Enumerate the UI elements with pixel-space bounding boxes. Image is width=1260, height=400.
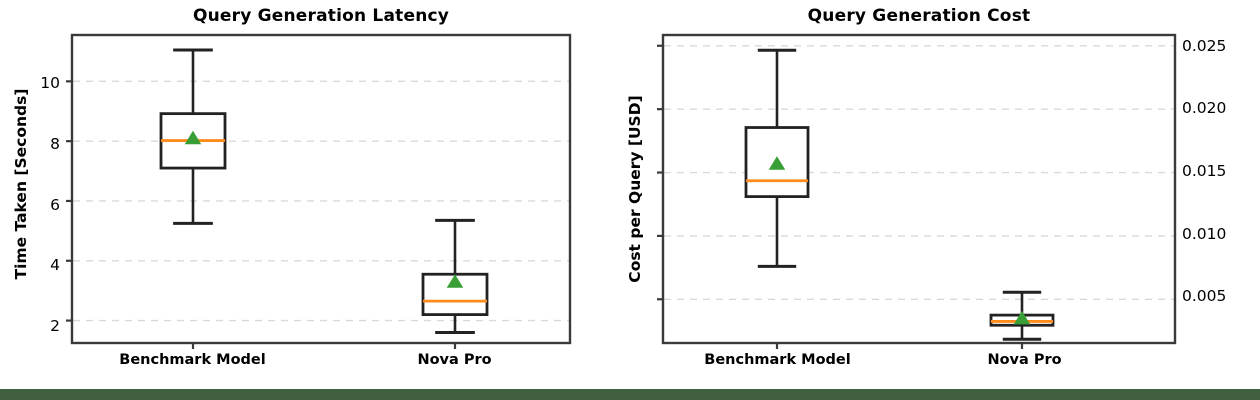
- boxplot-group-cost-0: [744, 48, 810, 268]
- chart-title-cost: Query Generation Cost: [807, 6, 1031, 26]
- y-tick-label-latency-4: 4: [50, 256, 60, 274]
- boxplot-group-latency-0: [159, 48, 227, 225]
- y-tick-label-latency-10: 10: [40, 74, 60, 92]
- mean-marker-cost-1: [1013, 310, 1031, 325]
- x-tick-label-latency-benchmark-model: Benchmark Model: [119, 352, 266, 368]
- chart-panel-latency: Query Generation Latency Time Taken [Sec…: [0, 0, 630, 390]
- y-tick-label-cost-0025: 0.025: [1182, 37, 1227, 55]
- boxplot-group-latency-1: [421, 218, 489, 335]
- boxplot-group-cost-1: [989, 290, 1055, 341]
- y-tick-label-cost-0010: 0.010: [1182, 225, 1227, 243]
- mean-marker-cost-0: [768, 156, 786, 170]
- y-tick-label-latency-8: 8: [50, 135, 60, 153]
- x-tick-label-latency-nova-pro: Nova Pro: [417, 352, 492, 368]
- y-tick-label-cost-0015: 0.015: [1182, 162, 1227, 180]
- x-tick-label-cost-benchmark-model: Benchmark Model: [704, 352, 851, 368]
- chart-panel-cost: Query Generation Cost Benchmark Model No…: [630, 0, 1260, 390]
- boxplot-svg-latency: [66, 33, 572, 349]
- y-tick-label-latency-6: 6: [50, 196, 60, 214]
- footer-accent-bar: [0, 389, 1260, 400]
- plot-frame-cost: [661, 33, 1177, 345]
- plot-frame-latency: [70, 33, 572, 345]
- y-tick-label-cost-0005: 0.005: [1182, 287, 1227, 305]
- boxplot-svg-cost: [657, 33, 1177, 349]
- x-tick-label-cost-nova-pro: Nova Pro: [987, 352, 1062, 368]
- mean-marker-latency-0: [184, 130, 202, 145]
- y-axis-label-cost: Cost per Query [USD]: [626, 95, 644, 283]
- y-tick-label-latency-2: 2: [50, 317, 60, 335]
- chart-title-latency: Query Generation Latency: [192, 6, 450, 26]
- mean-marker-latency-1: [446, 274, 464, 288]
- y-tick-label-cost-0020: 0.020: [1182, 99, 1227, 117]
